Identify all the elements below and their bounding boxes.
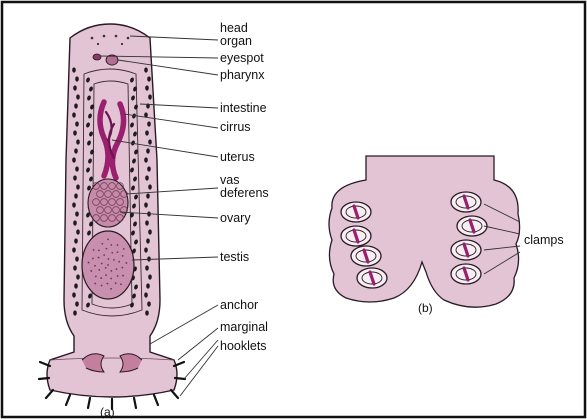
label-uterus: uterus — [220, 150, 255, 164]
label-ovary: ovary — [220, 211, 251, 225]
label-pharynx: pharynx — [220, 68, 265, 82]
panel-a-worm — [39, 24, 185, 409]
clamp-5 — [451, 192, 481, 212]
label-intestine: intestine — [220, 101, 267, 115]
label-marginal: marginal — [220, 320, 268, 334]
clamp-2 — [341, 226, 371, 246]
label-clamps: clamps — [524, 233, 564, 247]
clamp-8 — [451, 264, 481, 284]
label-cirrus: cirrus — [220, 120, 251, 134]
clamp-3 — [351, 246, 381, 266]
label-deferens: deferens — [220, 186, 269, 200]
label-eyespot: eyespot — [220, 51, 264, 65]
label-testis: testis — [220, 250, 249, 264]
clamp-1 — [341, 202, 371, 222]
clamp-6 — [457, 216, 487, 236]
caption-a: (a) — [100, 405, 115, 419]
ovary-shape — [88, 179, 128, 227]
label-head: head — [220, 21, 248, 35]
caption-b: (b) — [418, 301, 433, 315]
label-anchor: anchor — [220, 298, 258, 312]
label-hooklets: hooklets — [220, 339, 267, 353]
clamp-4 — [357, 268, 387, 288]
label-organ: organ — [220, 34, 252, 48]
label-vas: vas — [220, 173, 239, 187]
panel-b-haptor — [329, 156, 520, 307]
clamp-7 — [451, 240, 481, 260]
panel-a-labels: head organ eyespot pharynx intestine cir… — [220, 21, 269, 353]
eyespot-mark — [93, 54, 101, 60]
